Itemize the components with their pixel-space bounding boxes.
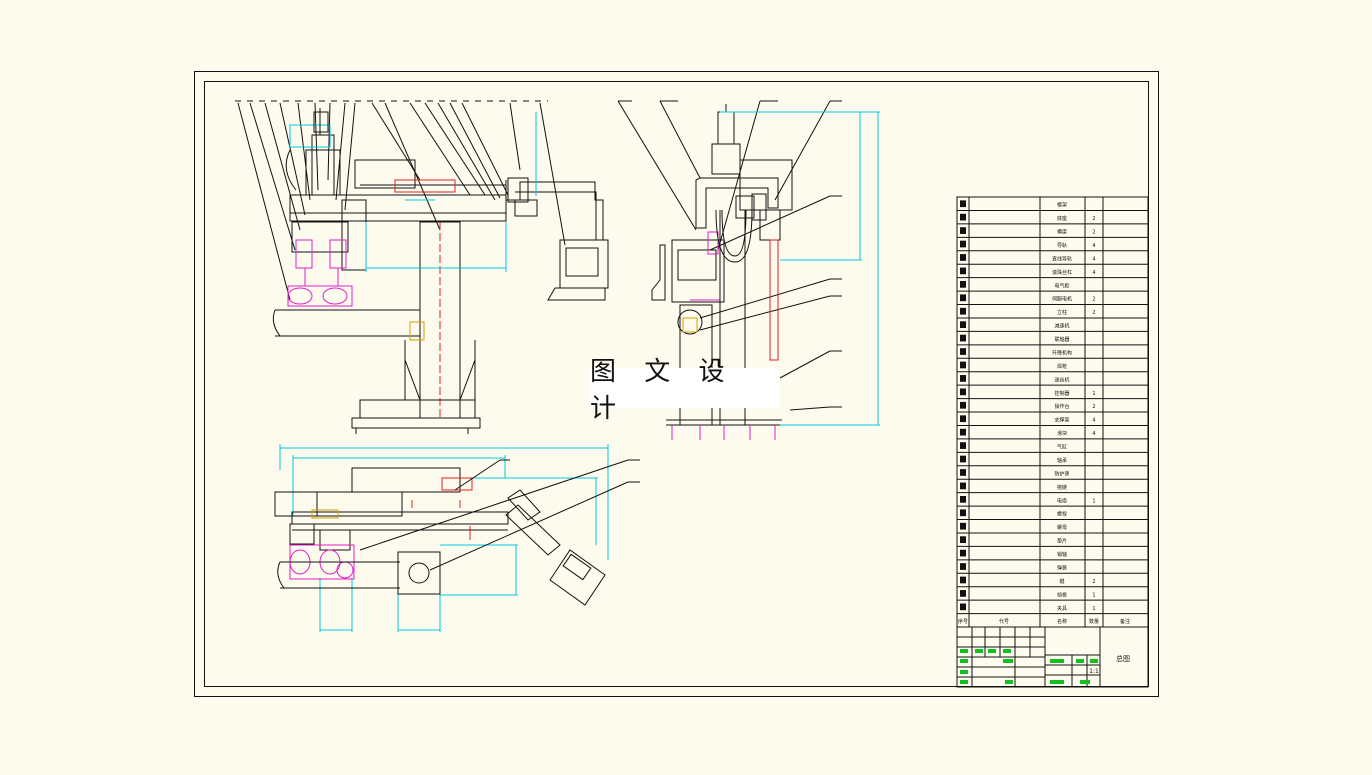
table-cell-name: 控制器 (1054, 390, 1069, 397)
table-cell-name: 销轴 (1057, 551, 1067, 558)
row-index-mark (960, 428, 966, 436)
table-cell-name: 夹具 (1057, 605, 1067, 612)
table-header-code: 代号 (999, 618, 1009, 625)
table-cell-name: 螺母 (1057, 524, 1067, 531)
drawing-scale: 1:1 (1089, 668, 1099, 675)
row-index-mark (960, 590, 966, 597)
table-cell-name: 联轴器 (1054, 336, 1069, 343)
table-cell-name: 立柱 (1057, 309, 1067, 316)
row-index-mark (960, 294, 966, 302)
table-cell-name: 轴承 (1057, 457, 1067, 464)
drawing-name: 总图 (1116, 654, 1130, 663)
table-cell-qty: 1 (1092, 391, 1095, 397)
row-index-mark (960, 482, 966, 490)
table-cell-qty: 1 (1092, 606, 1095, 612)
table-cell-name: 框架 (1057, 202, 1067, 209)
sheet-outer-border (194, 71, 1159, 697)
row-index-mark (960, 227, 966, 234)
table-cell-qty: 4 (1092, 270, 1095, 276)
row-index-mark (960, 375, 966, 382)
row-index-mark (960, 549, 966, 557)
row-index-mark (960, 348, 966, 355)
table-cell-name: 拖链 (1057, 484, 1067, 491)
row-index-mark (960, 522, 966, 530)
table-cell-name: 气缸 (1057, 444, 1067, 451)
table-cell-qty: 2 (1092, 216, 1095, 222)
table-cell-name: 导轨 (1057, 242, 1067, 249)
table-cell-name: 伺服电机 (1052, 296, 1072, 303)
table-header-remark: 备注 (1120, 618, 1130, 625)
table-cell-name: 操作台 (1054, 403, 1069, 410)
table-cell-name: 弹簧 (1057, 564, 1067, 571)
table-cell-name: 焊枪 (1057, 363, 1067, 370)
row-index-mark (960, 576, 966, 584)
row-index-mark (960, 455, 966, 463)
row-index-mark (960, 254, 966, 261)
row-index-mark (960, 603, 966, 611)
table-cell-name: 螺栓 (1057, 511, 1067, 518)
table-cell-qty: 1 (1092, 592, 1095, 598)
title-block: 总图 1:1 (956, 626, 1149, 688)
row-index-mark (960, 361, 966, 369)
table-header-qty: 数量 (1089, 618, 1099, 625)
table-cell-name: 键 (1059, 578, 1064, 585)
side-view (617, 100, 880, 440)
table-cell-qty: 2 (1092, 579, 1095, 585)
watermark: 图 文 设 计 (590, 357, 780, 424)
row-index-mark (960, 240, 966, 248)
row-index-mark (960, 536, 966, 544)
table-cell-name: 挡板 (1057, 591, 1067, 598)
table-cell-qty: 4 (1092, 418, 1095, 424)
table-cell-name: 减速机 (1054, 323, 1069, 330)
table-cell-qty: 1 (1092, 498, 1095, 504)
table-cell-qty: 4 (1092, 243, 1095, 249)
table-cell-name: 直线导轨 (1052, 255, 1072, 262)
row-index-mark (960, 509, 966, 517)
table-header-index: 序号 (958, 618, 968, 625)
row-index-mark (960, 200, 966, 208)
row-index-mark (960, 267, 966, 275)
table-cell-name: 垫片 (1057, 538, 1067, 545)
row-index-mark (960, 280, 966, 288)
row-index-mark (960, 415, 966, 423)
table-cell-name: 电气柜 (1054, 282, 1069, 289)
row-index-mark (960, 334, 966, 342)
table-cell-qty: 4 (1092, 256, 1095, 262)
table-cell-qty: 2 (1092, 230, 1095, 236)
row-index-mark (960, 213, 966, 221)
row-index-mark (960, 321, 966, 329)
top-view (274, 444, 640, 632)
row-index-mark (960, 563, 966, 570)
table-cell-name: 防护罩 (1054, 470, 1069, 477)
table-cell-name: 支撑架 (1054, 417, 1069, 424)
row-index-mark (960, 442, 966, 449)
table-cell-name: 滑块 (1057, 430, 1067, 437)
row-index-mark (960, 469, 966, 476)
table-cell-qty: 2 (1092, 310, 1095, 316)
table-cell-name: 升降机构 (1052, 349, 1072, 356)
table-cell-qty: 2 (1092, 297, 1095, 303)
front-view (235, 100, 609, 434)
table-cell-qty: 4 (1092, 431, 1095, 437)
table-cell-qty: 2 (1092, 404, 1095, 410)
row-index-mark (960, 401, 966, 409)
table-header-name: 名称 (1057, 618, 1067, 625)
table-cell-name: 横梁 (1057, 229, 1067, 236)
row-index-mark (960, 307, 966, 315)
row-index-mark (960, 388, 966, 396)
table-cell-name: 送丝机 (1054, 376, 1069, 383)
table-cell-name: 滚珠丝杠 (1052, 269, 1072, 276)
table-cell-name: 电缆 (1057, 497, 1067, 504)
row-index-mark (960, 495, 966, 503)
table-cell-name: 底座 (1057, 215, 1067, 222)
